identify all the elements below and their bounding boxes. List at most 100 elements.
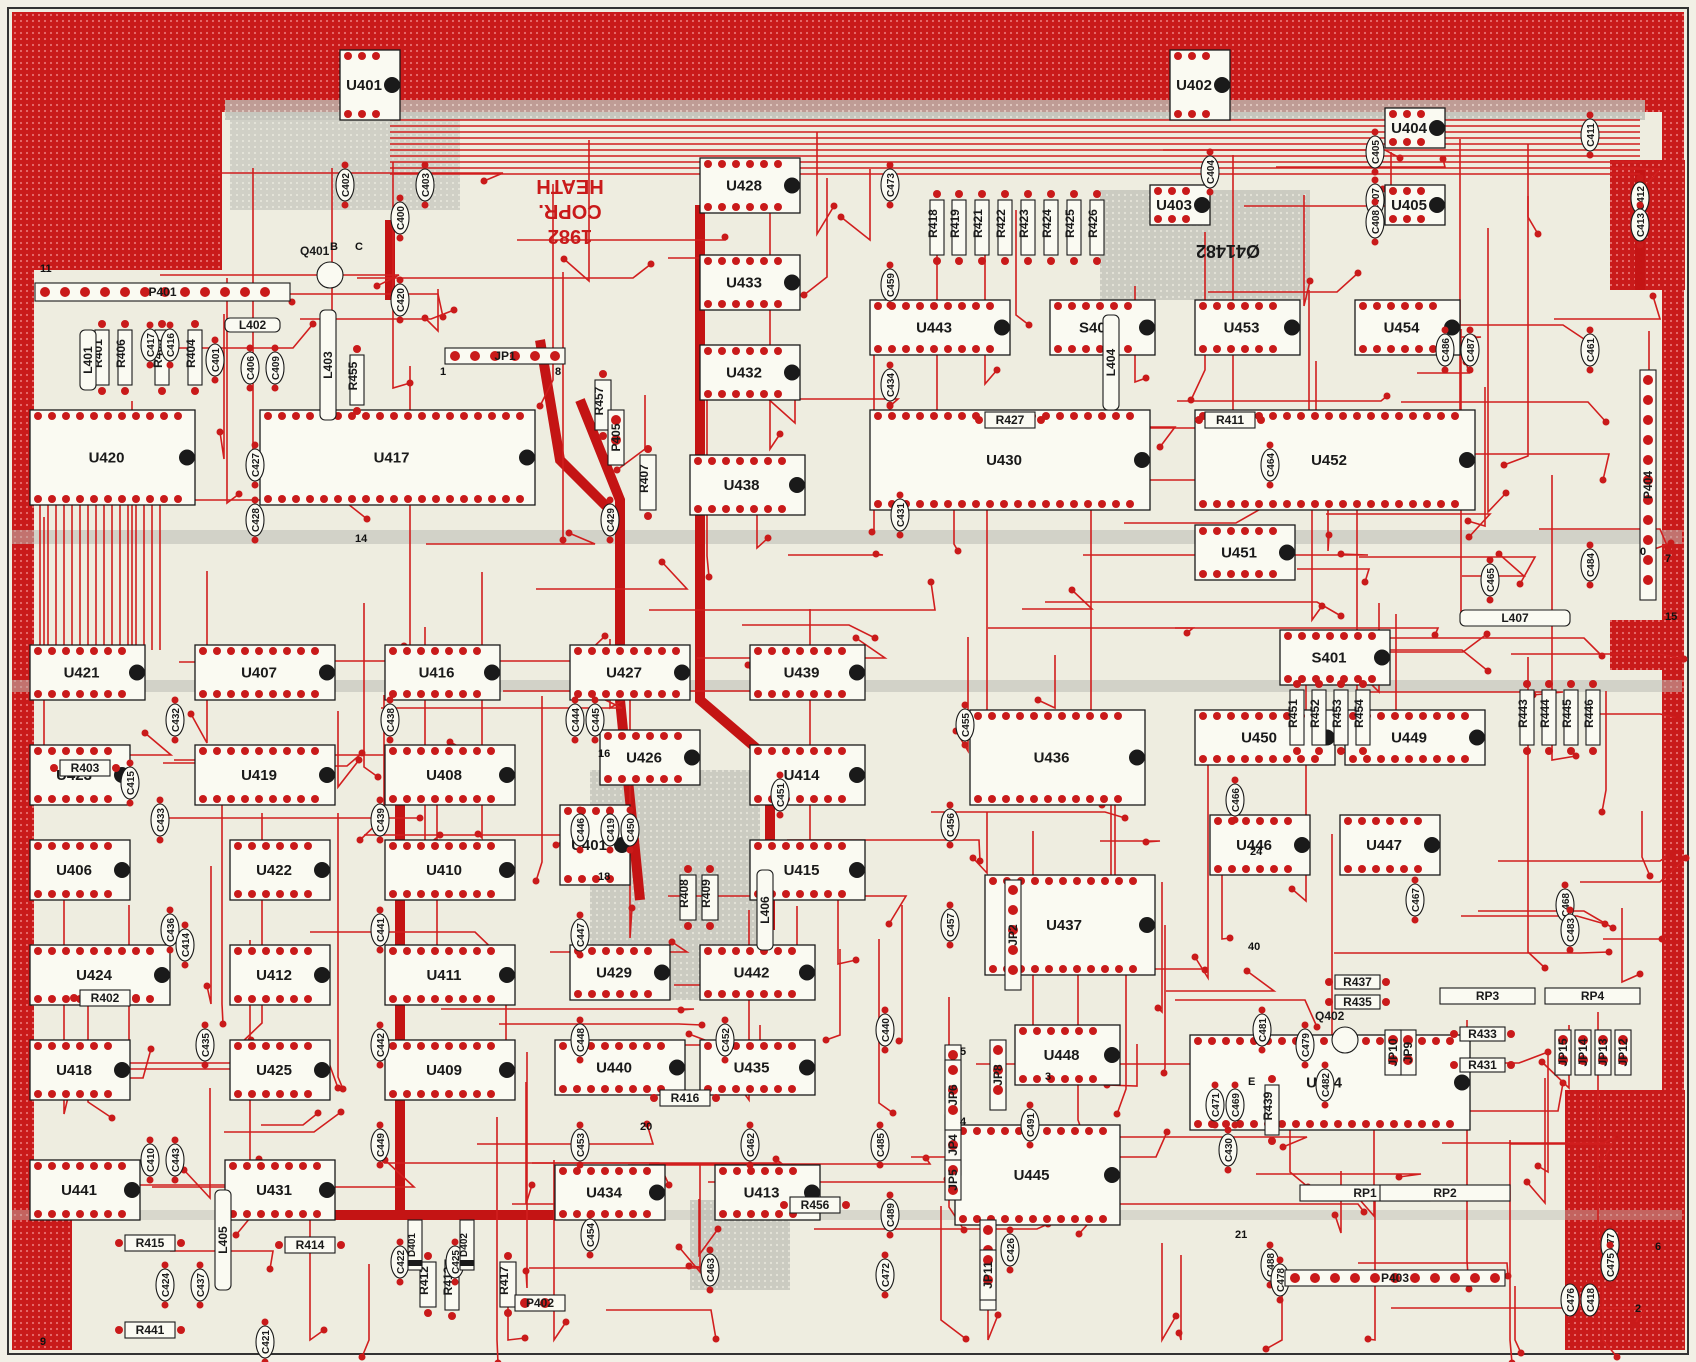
pin-number-label: 1 xyxy=(440,366,446,378)
pin-pad xyxy=(140,287,150,297)
pin-pad xyxy=(601,1210,609,1218)
resistor-r444: R444 xyxy=(1538,680,1557,755)
pin-pad xyxy=(1008,965,1018,975)
pin-pad xyxy=(615,1042,623,1050)
pin-pad xyxy=(1047,1075,1055,1083)
signal-trace xyxy=(535,696,543,882)
via xyxy=(1504,1272,1512,1280)
capacitor-label: C419 xyxy=(606,818,617,842)
lead-pad xyxy=(746,1121,754,1129)
pin-number-label: 0 xyxy=(1640,546,1646,558)
pin-pad xyxy=(1311,755,1319,763)
pin-pad xyxy=(602,690,610,698)
signal-trace xyxy=(190,571,208,744)
pin-pad xyxy=(62,795,70,803)
pin-pad xyxy=(1124,302,1132,310)
capacitor-body xyxy=(245,448,265,482)
pin-pad xyxy=(1423,500,1431,508)
lead-pad xyxy=(1266,481,1274,489)
ic-label: U429 xyxy=(596,965,632,982)
resistor-label: R437 xyxy=(1343,975,1372,989)
pin-pad xyxy=(1255,345,1263,353)
capacitor-c416: C416 xyxy=(160,321,180,369)
via xyxy=(1187,396,1195,404)
lead-pad xyxy=(156,836,164,844)
pin-pad xyxy=(104,495,112,503)
resistor-body xyxy=(59,759,111,777)
pin-pad xyxy=(774,347,782,355)
pin-pad xyxy=(40,287,50,297)
pin-pad xyxy=(389,795,397,803)
capacitor-label: C449 xyxy=(376,1133,387,1157)
capacitor-label: C422 xyxy=(396,1250,407,1274)
pin-pad xyxy=(746,300,754,308)
pin-pad xyxy=(262,947,270,955)
signal-trace xyxy=(698,1199,719,1258)
pin-pad xyxy=(704,1042,712,1050)
capacitor-body xyxy=(880,268,900,302)
resistor-label: R427 xyxy=(996,413,1025,427)
pin-pad xyxy=(76,1210,84,1218)
via xyxy=(668,938,676,946)
pin-pad xyxy=(718,203,726,211)
via xyxy=(1279,1143,1287,1151)
pin-pad xyxy=(704,990,712,998)
pin-pad xyxy=(1269,527,1277,535)
ic-body xyxy=(1169,49,1231,121)
resistor-label: R422 xyxy=(994,209,1008,238)
lead-pad xyxy=(1315,680,1323,688)
pin-pad xyxy=(1056,500,1064,508)
lead-pad xyxy=(396,316,404,324)
pin-pad xyxy=(1388,1035,1398,1045)
pin-pad xyxy=(118,690,126,698)
pin-pad xyxy=(1213,527,1221,535)
via xyxy=(355,756,363,764)
lead-pad xyxy=(933,190,941,198)
capacitor-body xyxy=(370,1028,390,1062)
capacitor-label: C466 xyxy=(1231,788,1242,812)
capacitor-c410: C410 xyxy=(140,1136,160,1184)
pin-pad xyxy=(1372,817,1380,825)
pin-pad xyxy=(1423,412,1431,420)
capacitor-label: C463 xyxy=(706,1258,717,1282)
via xyxy=(559,536,567,544)
pin1-marker xyxy=(789,477,805,493)
pin-pad xyxy=(974,712,982,720)
capacitor-c419: C419 xyxy=(600,806,620,854)
lead-pad xyxy=(196,1261,204,1269)
pin1-marker xyxy=(114,862,130,878)
lead-pad xyxy=(1231,816,1239,824)
pin-pad xyxy=(1400,865,1408,873)
pin-pad xyxy=(227,647,235,655)
pin-pad xyxy=(1129,965,1137,973)
pin-pad xyxy=(615,1210,623,1218)
pin-pad xyxy=(760,257,768,265)
connector-p401: P401 xyxy=(34,282,291,302)
via xyxy=(852,634,860,642)
signal-trace xyxy=(261,1112,319,1126)
pin-pad xyxy=(227,747,235,755)
lead-pad xyxy=(1268,1075,1276,1083)
connector-label: P402 xyxy=(526,1296,554,1310)
pin-number-label: 8 xyxy=(555,366,561,378)
capacitor-body xyxy=(955,708,975,742)
pin-pad xyxy=(1057,1127,1065,1135)
resistor-pack-label: RP2 xyxy=(1433,1186,1457,1200)
via xyxy=(374,773,382,781)
pin-pad xyxy=(510,351,520,361)
pin-pad xyxy=(986,345,994,353)
lead-pad xyxy=(1325,978,1333,986)
capacitor-c404: C404 xyxy=(1200,148,1220,196)
ic-u418: U418 xyxy=(29,1039,131,1101)
signal-trace xyxy=(1083,553,1369,556)
pin-pad xyxy=(1395,412,1403,420)
pin-pad xyxy=(48,1042,56,1050)
pin-pad xyxy=(76,647,84,655)
pin-pad xyxy=(90,495,98,503)
resistor-label: R441 xyxy=(136,1323,165,1337)
pin-pad xyxy=(104,747,112,755)
signal-trace xyxy=(668,895,908,925)
pin1-marker xyxy=(784,274,800,291)
ic-u417: U417 xyxy=(259,409,536,506)
diode-body xyxy=(407,1219,423,1271)
